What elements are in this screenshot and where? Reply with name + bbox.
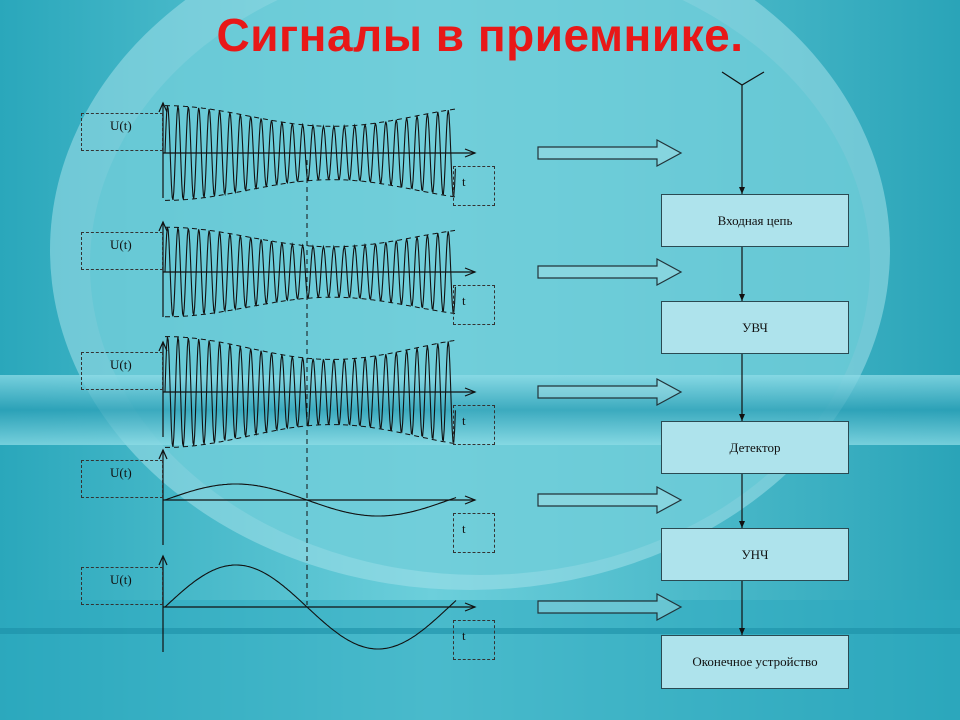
stage-arrow-1 (537, 138, 683, 168)
t-label-5: t (453, 620, 495, 660)
t-label-4: t (453, 513, 495, 553)
chain-arrowhead-4 (739, 628, 745, 635)
antenna-icon (721, 71, 765, 86)
block-input-circuit: Входная цепь (661, 194, 849, 247)
x-arrow-1 (464, 148, 477, 158)
chain-arrowhead-3 (739, 521, 745, 528)
y-arrow-2 (158, 220, 168, 232)
u-label-4: U(t) (81, 460, 163, 498)
stage-arrow-4 (537, 485, 683, 515)
y-arrow-5 (158, 554, 168, 566)
block-detector: Детектор (661, 421, 849, 474)
carrier-wave-2 (164, 227, 456, 317)
u-label-2: U(t) (81, 232, 163, 270)
slide-title: Сигналы в приемнике. (216, 9, 744, 61)
x-arrow-5 (464, 602, 477, 612)
stage-arrow-2 (537, 257, 683, 287)
envelope-bottom-3 (165, 424, 456, 448)
y-arrow-1 (158, 101, 168, 113)
chain-arrowhead-2 (739, 414, 745, 421)
u-label-5: U(t) (81, 567, 163, 605)
x-arrow-2 (464, 267, 477, 277)
x-arrow-4 (464, 495, 477, 505)
audio-wave-5 (164, 564, 457, 650)
t-label-1: t (453, 166, 495, 206)
x-arrow-3 (464, 387, 477, 397)
t-label-2: t (453, 285, 495, 325)
stage-arrow-3 (537, 377, 683, 407)
t-label-3: t (453, 405, 495, 445)
carrier-wave-3 (164, 336, 456, 448)
y-arrow-4 (158, 448, 168, 460)
audio-wave-4 (164, 483, 457, 517)
y-arrow-3 (158, 340, 168, 352)
block-af-amplifier: УНЧ (661, 528, 849, 581)
carrier-wave-1 (164, 105, 456, 201)
block-rf-amplifier: УВЧ (661, 301, 849, 354)
block-output-device: Оконечное устройство (661, 635, 849, 689)
stage-arrow-5 (537, 592, 683, 622)
u-label-1: U(t) (81, 113, 163, 151)
u-label-3: U(t) (81, 352, 163, 390)
envelope-bottom-2 (165, 296, 456, 318)
envelope-bottom-1 (165, 179, 456, 201)
chain-arrowhead-0 (739, 187, 745, 194)
chain-arrowhead-1 (739, 294, 745, 301)
